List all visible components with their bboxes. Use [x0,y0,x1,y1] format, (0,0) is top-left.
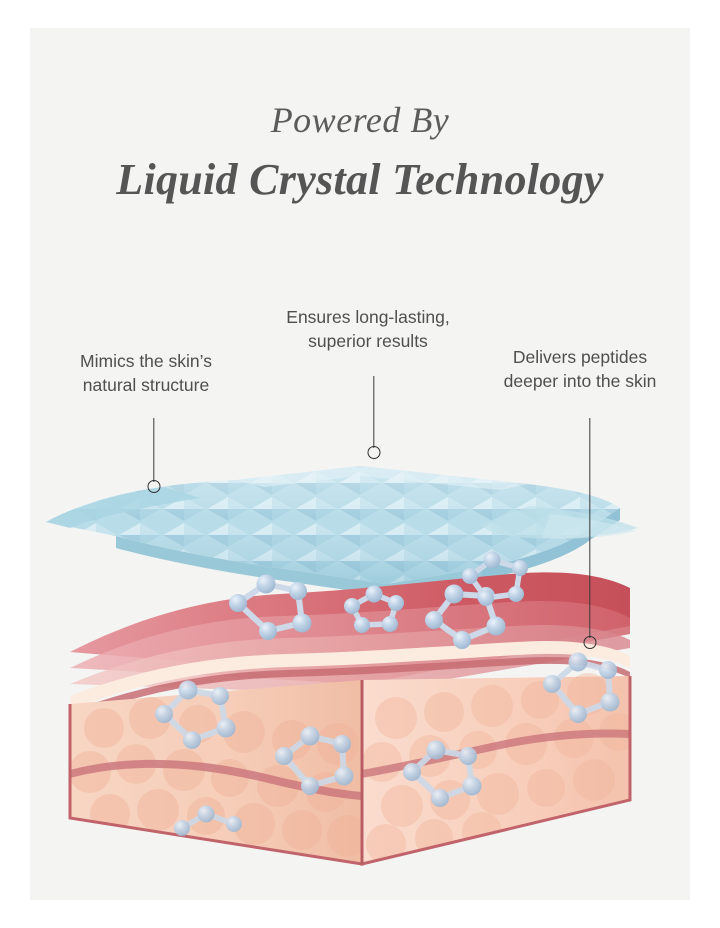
leader-stem [589,418,591,638]
peptide-molecule-embedded-4 [543,652,620,723]
peptide-molecule-embedded-1 [155,680,236,749]
peptide-molecule-embedded-2 [275,726,354,795]
page-title: Powered By Liquid Crystal Technology [30,100,690,209]
right-face-cell-texture [362,673,630,864]
leader-endpoint-dot [147,480,161,493]
leader-stem [153,418,155,482]
liquid-crystal-sheet [46,466,638,596]
poster-canvas: Powered By Liquid Crystal Technology [30,28,690,900]
left-face-cell-texture [70,697,362,864]
leader-stem [373,376,375,448]
title-line-1: Powered By [270,100,450,140]
leader-endpoint-dot [367,446,381,459]
peptide-molecule-surface-4 [462,551,528,606]
peptide-molecule-embedded-3 [403,740,482,807]
peptide-molecule-surface-3 [425,584,506,649]
skin-block [68,572,632,866]
callout-leader-line-mimics [146,418,162,493]
peptide-molecules [155,551,620,836]
callout-leader-line-long-lasting [366,376,382,459]
title-line-2: Liquid Crystal Technology [116,155,604,205]
peptide-molecule-surface-1 [229,574,312,640]
callout-leader-line-delivers-peptides [582,418,598,649]
leader-endpoint-dot [583,636,597,649]
callout-label-delivers-peptides: Delivers peptides deeper into the skin [503,347,657,391]
callout-label-long-lasting: Ensures long-lasting, superior results [286,307,450,351]
peptide-molecule-surface-2 [344,585,404,633]
callout-label-mimics-structure: Mimics the skin’s natural structure [80,351,212,395]
peptide-molecule-embedded-5 [174,805,242,836]
